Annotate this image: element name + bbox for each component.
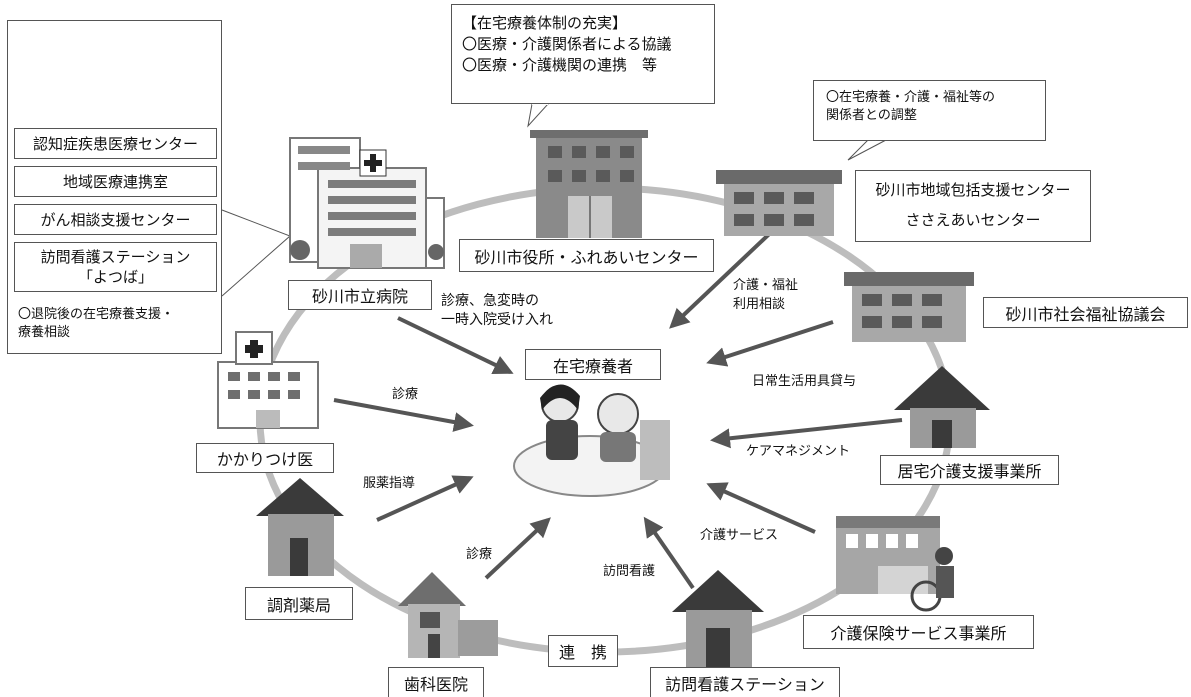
center-callout-box: 〇在宅療養・介護・福祉等の 関係者との調整	[813, 80, 1046, 141]
arrow-label-dental: 診療	[466, 547, 493, 562]
label-home-care-office: 居宅介護支援事業所	[880, 455, 1059, 485]
center-callout-tail	[847, 139, 887, 161]
service-dementia-center: 認知症疾患医療センター	[14, 128, 217, 159]
dental-illustration	[398, 572, 498, 658]
arrow-label-support-center: 介護・福祉 利用相談	[733, 278, 799, 312]
label-city-hall: 砂川市役所・ふれあいセンター	[459, 239, 714, 272]
pharmacy-illustration	[256, 478, 344, 576]
label-cooperation: 連 携	[548, 635, 618, 667]
patient-caregiver-illustration	[513, 384, 670, 497]
label-dental: 歯科医院	[388, 667, 484, 697]
city-callout-box: 【在宅療養体制の充実】 〇医療・介護関係者による協議 〇医療・介護機関の連携 等	[451, 4, 715, 104]
arrow-label-welfare-council: 日常生活用具貸与	[752, 374, 857, 389]
label-welfare-council: 砂川市社会福祉協議会	[983, 297, 1188, 328]
arrow-label-home-care-office: ケアマネジメント	[746, 444, 851, 459]
support-center-illustration	[716, 170, 842, 236]
arrow-welfare-council	[706, 320, 834, 367]
arrow-hospital	[397, 316, 514, 375]
city-callout-line-2: 〇医療・介護機関の連携 等	[462, 56, 658, 74]
label-visiting-nursing: 訪問看護ステーション	[650, 667, 840, 697]
arrow-label-family-doctor: 診療	[392, 387, 419, 402]
label-patient: 在宅療養者	[525, 349, 661, 380]
home-care-office-illustration	[894, 366, 990, 448]
arrow-dental	[484, 517, 551, 580]
hospital-callout-tail	[221, 209, 291, 297]
label-pharmacy: 調剤薬局	[245, 587, 353, 620]
arrow-pharmacy	[376, 475, 474, 522]
service-cancer-support: がん相談支援センター	[14, 204, 217, 235]
welfare-council-illustration	[844, 272, 974, 342]
hospital-illustration	[289, 137, 445, 269]
city-callout-title: 【在宅療養体制の充実】	[462, 14, 628, 32]
label-family-doctor: かかりつけ医	[196, 443, 334, 473]
arrow-label-pharmacy: 服薬指導	[363, 476, 416, 491]
arrow-label-visiting-nursing: 訪問看護	[603, 564, 656, 579]
city-callout-tail	[527, 103, 550, 128]
arrow-family-doctor	[333, 398, 474, 432]
label-care-service: 介護保険サービス事業所	[803, 615, 1034, 649]
service-visiting-nursing-yotsuba: 訪問看護ステーション 「よつば」	[14, 242, 217, 292]
center-callout-text: 〇在宅療養・介護・福祉等の 関係者との調整	[826, 90, 996, 123]
arrow-label-care-service: 介護サービス	[700, 528, 779, 543]
service-arrows	[333, 218, 903, 590]
arrow-home-care-office	[710, 418, 903, 449]
visiting-nursing-illustration	[672, 570, 764, 668]
arrow-care-service	[706, 482, 816, 534]
service-regional-liaison: 地域医療連携室	[14, 166, 217, 197]
arrow-visiting-nursing	[643, 516, 695, 590]
support-center-box: 砂川市地域包括支援センター ささえあいセンター	[855, 170, 1091, 242]
hospital-callout-note: 〇退院後の在宅療養支援・ 療養相談	[18, 307, 175, 340]
arrow-label-hospital: 診療、急変時の 一時入院受け入れ	[441, 293, 553, 328]
arrow-support-center	[669, 218, 786, 329]
city-hall-illustration	[530, 130, 648, 238]
care-service-illustration	[836, 516, 954, 612]
label-hospital: 砂川市立病院	[288, 280, 432, 310]
label-support-center-sub: ささえあいセンター	[905, 211, 1041, 229]
city-callout-line-1: 〇医療・介護関係者による協議	[462, 35, 672, 53]
label-support-center: 砂川市地域包括支援センター	[875, 181, 1071, 199]
family-doctor-illustration	[217, 331, 319, 429]
